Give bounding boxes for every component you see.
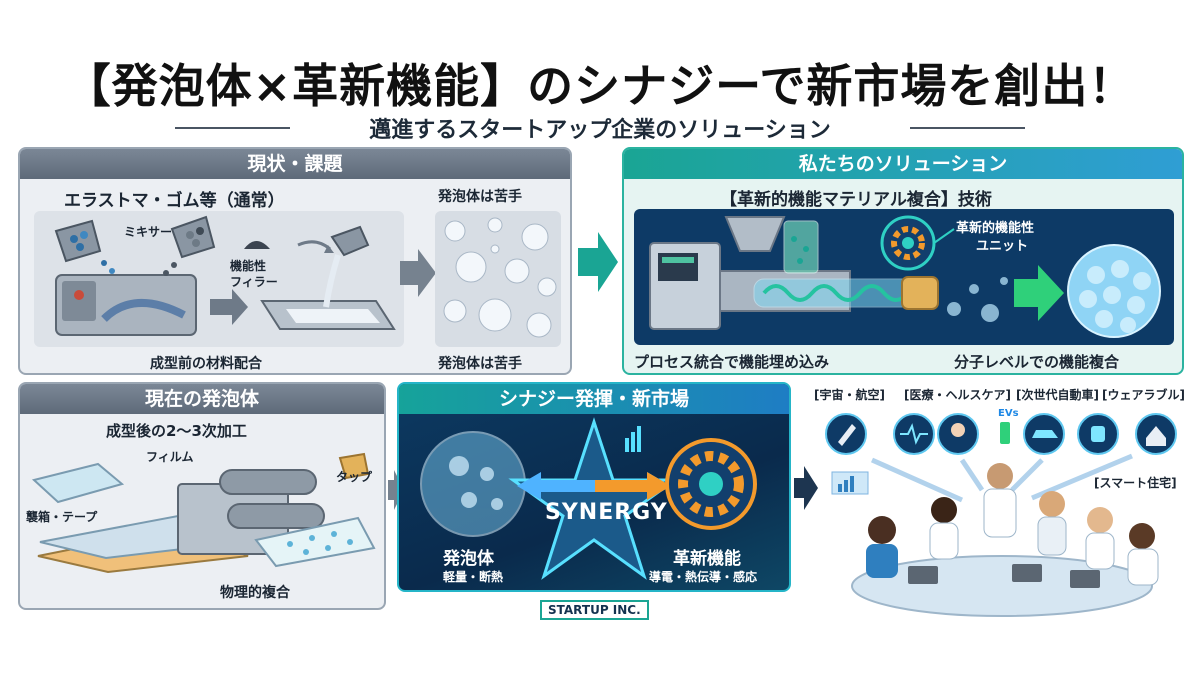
current-foam-panel: 現在の発泡体 成型後の2〜3次加工 フィルム タップ 襲箱・テープ 物理的複合 xyxy=(18,382,386,610)
lamination-machine-icon xyxy=(31,452,376,574)
foil-tape-label: 襲箱・テープ xyxy=(26,510,98,524)
tech-label: 【革新的機能マテリアル複合】技術 xyxy=(720,190,992,210)
func-label: 革新機能 xyxy=(673,549,741,569)
solution-panel: 私たちのソリューション 【革新的機能マテリアル複合】技術 革新的機能性 ユニット xyxy=(622,147,1184,375)
market-medical: [医療・ヘルスケア] xyxy=(904,388,1011,402)
company-label: STARTUP INC. xyxy=(540,600,649,620)
film-label: フィルム xyxy=(146,450,194,464)
market-space: [宇宙・航空] xyxy=(814,388,885,402)
subtitle: 邁進するスタートアップ企業のソリューション xyxy=(369,118,831,143)
battery-icon xyxy=(1000,422,1010,444)
foam-label: 発泡体 xyxy=(443,549,494,569)
premix-label: 成型前の材料配合 xyxy=(150,356,262,372)
unit-label-1: 革新的機能性 xyxy=(956,221,1035,236)
foam-bubbles-illustration xyxy=(435,211,561,347)
team-scene-illustration xyxy=(825,413,1177,617)
synergy-word: SYNERGY xyxy=(545,500,668,525)
extruder-illustration xyxy=(634,209,1174,345)
subtitle-rule-right xyxy=(910,127,1025,129)
synergy-header: シナジー発揮・新市場 xyxy=(399,384,789,414)
arrow-to-markets-icon xyxy=(794,466,818,510)
subtitle-rule-left xyxy=(175,127,290,129)
synergy-panel: シナジー発揮・新市場 SYNERGY 発泡体 軽量・断熱 革新機能 導電・熱伝導… xyxy=(397,382,791,592)
arrow-to-solution-icon xyxy=(578,232,618,292)
ev-badge: EVs xyxy=(998,408,1019,419)
filler-label-1: 機能性 xyxy=(230,259,267,273)
mixing-illustration: ミキサー 機能性 フィラー xyxy=(34,211,404,347)
market-wearable: [ウェアラブル] xyxy=(1102,388,1185,402)
elastomer-label: エラストマ・ゴム等（通常） xyxy=(64,191,285,211)
molecular-label: 分子レベルでの機能複合 xyxy=(954,353,1120,371)
page-title: 【発泡体×革新機能】のシナジーで新市場を創出！ xyxy=(64,59,1136,113)
current-state-header: 現状・課題 xyxy=(20,149,570,179)
filler-label-2: フィラー xyxy=(230,275,278,289)
tape-label: タップ xyxy=(336,470,373,484)
synergy-illustration xyxy=(420,417,757,580)
mixer-label: ミキサー xyxy=(124,225,173,239)
func-props: 導電・熱伝導・感応 xyxy=(649,570,758,584)
market-vehicle: [次世代自動車] xyxy=(1016,388,1099,402)
post-processing-label: 成型後の2〜3次加工 xyxy=(106,422,247,440)
current-foam-header: 現在の発泡体 xyxy=(20,384,384,414)
physical-composite-label: 物理的複合 xyxy=(220,585,290,601)
foam-weak-label-top: 発泡体は苦手 xyxy=(438,189,522,205)
market-smart-home: [スマート住宅] xyxy=(1094,476,1177,490)
markets-area: [宇宙・航空] [医療・ヘルスケア] [次世代自動車] [ウェアラブル] [スマ… xyxy=(812,380,1194,620)
subtitle-row: 邁進するスタートアップ企業のソリューション xyxy=(175,112,1025,143)
mixer-machine-icon xyxy=(54,215,396,336)
arrow-to-synergy-icon xyxy=(388,470,404,510)
arrow-right-icon xyxy=(400,249,436,297)
unit-label-2: ユニット xyxy=(976,239,1029,254)
foam-bubbles-icon xyxy=(443,217,557,338)
solution-header: 私たちのソリューション xyxy=(624,149,1182,179)
current-state-panel: 現状・課題 エラストマ・ゴム等（通常） 発泡体は苦手 xyxy=(18,147,572,375)
process-label: プロセス統合で機能埋め込み xyxy=(634,353,830,371)
foam-props: 軽量・断熱 xyxy=(443,570,504,584)
foam-weak-label-bottom: 発泡体は苦手 xyxy=(438,356,522,372)
